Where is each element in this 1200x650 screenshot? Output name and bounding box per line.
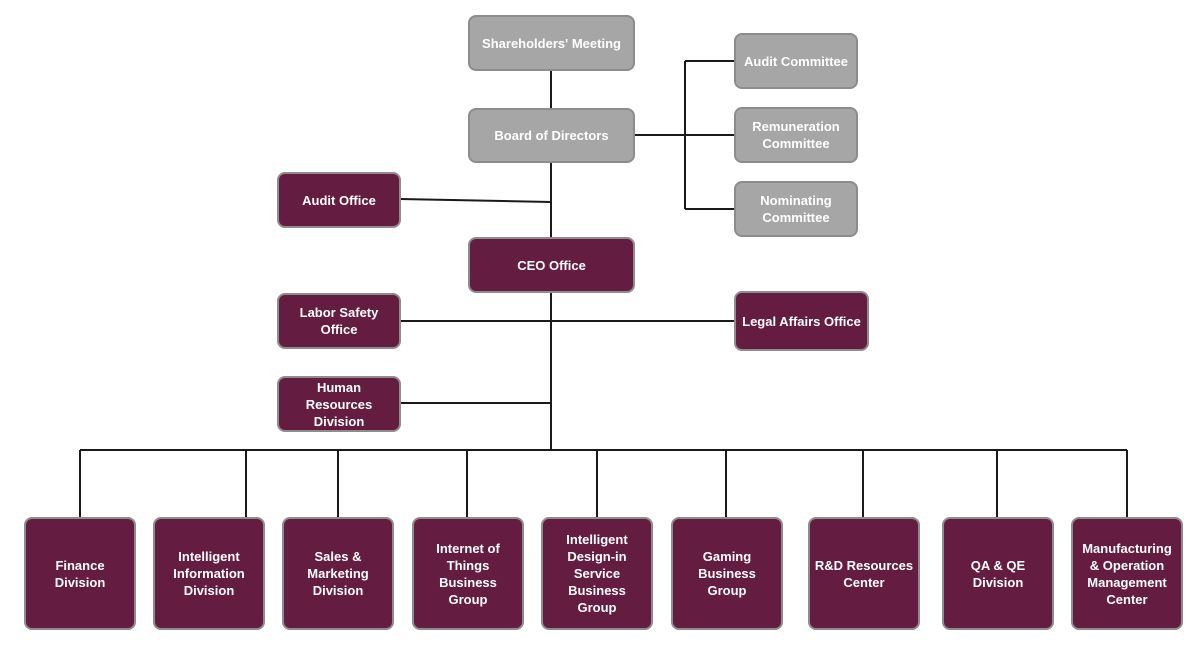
node-sales-marketing-division: Sales & Marketing Division [282,517,394,630]
node-remuneration-committee: Remuneration Committee [734,107,858,163]
edge-audit-office-trunk [399,198,552,203]
node-ceo-office: CEO Office [468,237,635,293]
node-gaming-business-group: Gaming Business Group [671,517,783,630]
node-nominating-committee: Nominating Committee [734,181,858,237]
node-audit-office: Audit Office [277,172,401,228]
node-audit-committee: Audit Committee [734,33,858,89]
node-labor-safety-office: Labor Safety Office [277,293,401,349]
node-manufacturing-operation-center: Manufacturing & Operation Management Cen… [1071,517,1183,630]
node-iot-business-group: Internet of Things Business Group [412,517,524,630]
node-intelligent-design-in-group: Intelligent Design-in Service Business G… [541,517,653,630]
node-rnd-resources-center: R&D Resources Center [808,517,920,630]
node-human-resources-division: Human Resources Division [277,376,401,432]
node-board-of-directors: Board of Directors [468,108,635,163]
node-shareholders-meeting: Shareholders' Meeting [468,15,635,71]
node-finance-division: Finance Division [24,517,136,630]
node-intelligent-information-division: Intelligent Information Division [153,517,265,630]
node-legal-affairs-office: Legal Affairs Office [734,291,869,351]
node-qa-qe-division: QA & QE Division [942,517,1054,630]
